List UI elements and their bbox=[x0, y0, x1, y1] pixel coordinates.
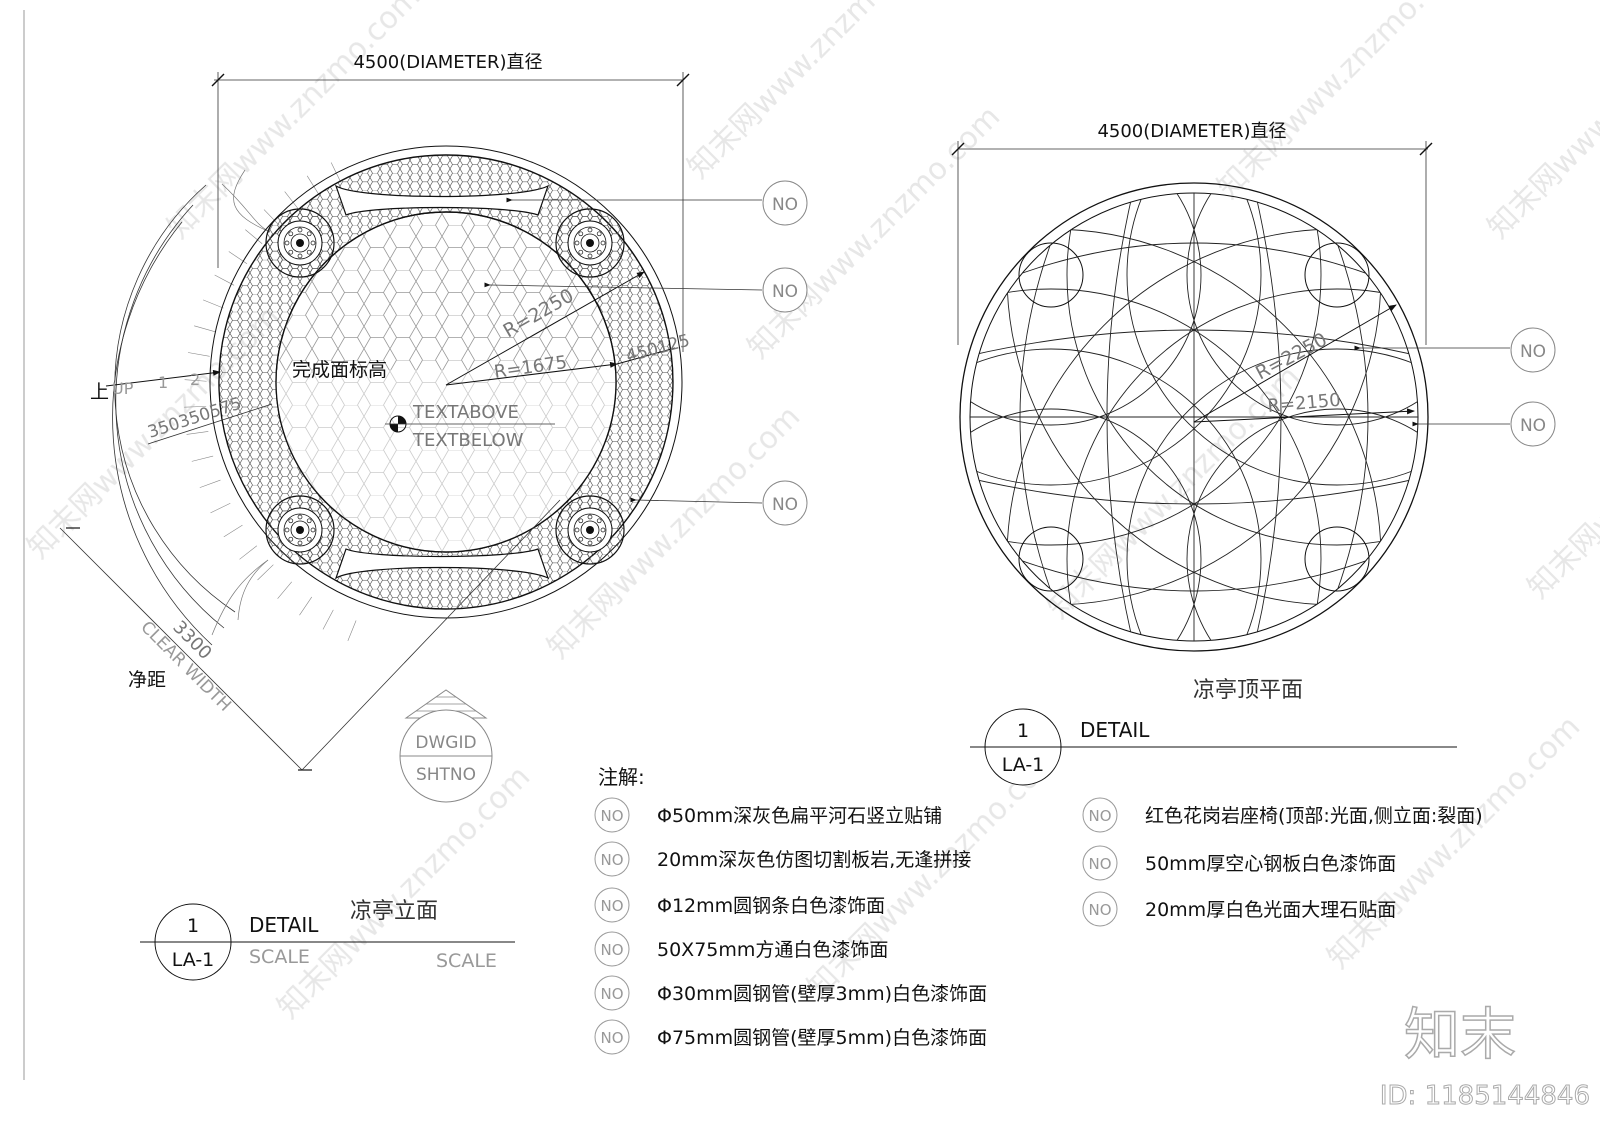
note-text: 20mm厚白色光面大理石贴面 bbox=[1145, 899, 1396, 921]
note-text: 20mm深灰色仿图切割板岩,无逢拼接 bbox=[657, 849, 971, 871]
svg-text:NO: NO bbox=[1520, 342, 1546, 362]
title-right-detail: DETAIL bbox=[1080, 718, 1150, 742]
note-text: Φ50mm深灰色扁平河石竖立贴铺 bbox=[657, 805, 942, 827]
note-item: NO 红色花岗岩座椅(顶部:光面,侧立面:裂面) bbox=[1082, 797, 1483, 833]
svg-text:NO: NO bbox=[772, 195, 798, 215]
up-label-cn: 上 bbox=[90, 381, 109, 403]
step-number-1: 1 bbox=[158, 373, 168, 392]
note-item: NO Φ12mm圆钢条白色漆饰面 bbox=[594, 887, 885, 923]
section-marker: DWGID SHTNO bbox=[399, 689, 493, 803]
note-tag: NO bbox=[1088, 807, 1111, 825]
right-callout-2: NO bbox=[1510, 401, 1556, 447]
up-label-en: UP bbox=[112, 379, 134, 398]
note-text: Φ12mm圆钢条白色漆饰面 bbox=[657, 895, 885, 917]
note-text: 50X75mm方通白色漆饰面 bbox=[657, 939, 888, 961]
svg-text:NO: NO bbox=[1520, 416, 1546, 436]
note-tag: NO bbox=[600, 897, 623, 915]
column-2 bbox=[555, 208, 625, 278]
note-tag: NO bbox=[600, 985, 623, 1003]
watermark-text: 知末网www.znzmo.com bbox=[1321, 709, 1587, 975]
watermark-text: 知末网www.znzmo.com bbox=[681, 0, 947, 186]
title-left-scale-1: SCALE bbox=[249, 946, 310, 968]
title-left-name: 凉亭立面 bbox=[350, 899, 438, 924]
note-tag: NO bbox=[600, 1029, 623, 1047]
note-item: NO 50X75mm方通白色漆饰面 bbox=[594, 931, 888, 967]
pavilion-columns bbox=[265, 208, 625, 565]
note-text: 红色花岗岩座椅(顶部:光面,侧立面:裂面) bbox=[1145, 805, 1483, 827]
title-left-sheet: LA-1 bbox=[172, 949, 215, 971]
title-right-number: 1 bbox=[1017, 720, 1029, 742]
column-3 bbox=[265, 495, 335, 565]
title-block-left: 1 LA-1 DETAIL SCALE SCALE 凉亭立面 bbox=[140, 899, 515, 981]
title-block-right: 1 LA-1 DETAIL bbox=[970, 708, 1457, 786]
right-diameter-label: 4500(DIAMETER)直径 bbox=[1097, 121, 1286, 142]
steps bbox=[112, 162, 357, 646]
text-below: TEXTBELOW bbox=[412, 430, 524, 451]
notes-legend: 注解: NO Φ50mm深灰色扁平河石竖立贴铺 NO 20mm深灰色仿图切割板岩,无逢… bbox=[594, 765, 1483, 1055]
column-4 bbox=[555, 495, 625, 565]
right-callout-1: NO bbox=[1510, 327, 1556, 373]
watermark-text: 知末网www.znzmo.com bbox=[1211, 0, 1477, 206]
title-right-sheet: LA-1 bbox=[1002, 754, 1045, 776]
note-text: 50mm厚空心钢板白色漆饰面 bbox=[1145, 853, 1396, 875]
note-text: Φ75mm圆钢管(壁厚5mm)白色漆饰面 bbox=[657, 1027, 987, 1049]
left-callout-1: NO bbox=[762, 180, 808, 226]
brand-mark: 知末 ID: 1185144846 bbox=[1379, 1002, 1590, 1111]
left-callout-2: NO bbox=[762, 267, 808, 313]
note-item: NO Φ75mm圆钢管(壁厚5mm)白色漆饰面 bbox=[594, 1019, 987, 1055]
note-tag: NO bbox=[600, 807, 623, 825]
note-item: NO 20mm厚白色光面大理石贴面 bbox=[1082, 891, 1396, 927]
section-shtno: SHTNO bbox=[416, 765, 476, 785]
watermark-text: 知末网www.znzmo.com bbox=[741, 99, 1007, 365]
column-1 bbox=[265, 208, 335, 278]
watermark-text: 知末网www.znzmo.com bbox=[1481, 0, 1600, 246]
pavilion-roof-plan: 4500(DIAMETER)直径 R=2250 R=2150 NO NO 凉亭顶… bbox=[951, 121, 1556, 703]
finish-level-label: 完成面标高 bbox=[292, 359, 387, 381]
roof-plan-title: 凉亭顶平面 bbox=[1193, 678, 1303, 703]
left-diameter-label: 4500(DIAMETER)直径 bbox=[353, 52, 542, 73]
note-text: Φ30mm圆钢管(壁厚3mm)白色漆饰面 bbox=[657, 983, 987, 1005]
brand-logo: 知末 bbox=[1404, 1003, 1516, 1068]
title-left-detail: DETAIL bbox=[249, 913, 319, 937]
note-item: NO 50mm厚空心钢板白色漆饰面 bbox=[1082, 845, 1396, 881]
note-item: NO Φ50mm深灰色扁平河石竖立贴铺 bbox=[594, 797, 942, 833]
clear-width-cn: 净距 bbox=[128, 669, 166, 691]
note-tag: NO bbox=[1088, 855, 1111, 873]
title-left-scale-2: SCALE bbox=[436, 950, 497, 972]
note-item: NO Φ30mm圆钢管(壁厚3mm)白色漆饰面 bbox=[594, 975, 987, 1011]
left-callout-3: NO bbox=[762, 480, 808, 526]
step-number-2: 2 bbox=[190, 370, 200, 389]
note-tag: NO bbox=[600, 941, 623, 959]
brand-id: ID: 1185144846 bbox=[1380, 1081, 1590, 1111]
note-tag: NO bbox=[600, 851, 623, 869]
svg-text:NO: NO bbox=[772, 282, 798, 302]
pavilion-elevation-plan: 4500(DIAMETER)直径 bbox=[59, 52, 808, 771]
elevation-marker bbox=[385, 415, 555, 433]
note-tag: NO bbox=[1088, 901, 1111, 919]
section-dwgid: DWGID bbox=[415, 733, 476, 753]
watermark-text: 知末网www.znzmo.com bbox=[1521, 339, 1600, 605]
text-above: TEXTABOVE bbox=[412, 402, 519, 423]
watermark-text: 知末网www.znzmo.com bbox=[271, 759, 537, 1025]
title-left-number: 1 bbox=[187, 915, 199, 937]
svg-text:NO: NO bbox=[772, 495, 798, 515]
notes-heading: 注解: bbox=[598, 765, 645, 789]
note-item: NO 20mm深灰色仿图切割板岩,无逢拼接 bbox=[594, 841, 971, 877]
